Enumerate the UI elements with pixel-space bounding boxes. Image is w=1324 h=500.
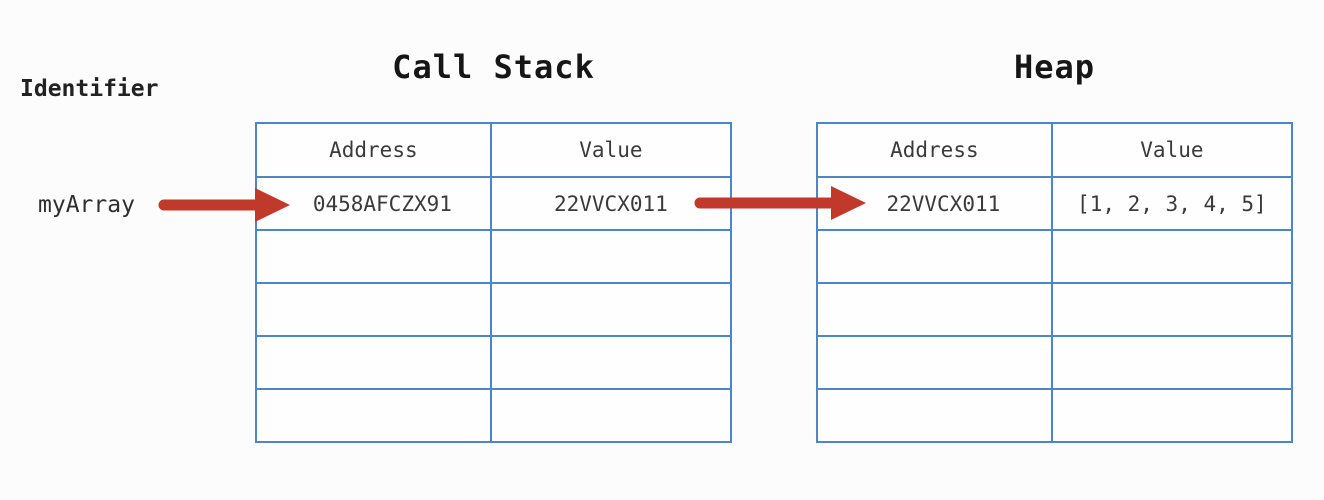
identifier-variable-myarray: myArray [38, 192, 135, 218]
table-row [255, 335, 733, 390]
heap-value-cell: [1, 2, 3, 4, 5] [1050, 176, 1294, 231]
call-stack-title: Call Stack [392, 48, 595, 86]
call-stack-empty-cell [255, 229, 492, 284]
call-stack-empty-cell [255, 335, 492, 390]
heap-empty-cell [1050, 282, 1294, 337]
heap-header-row: Address Value [816, 122, 1294, 178]
heap-empty-cell [1050, 229, 1294, 284]
call-stack-header-value: Value [489, 122, 733, 178]
heap-empty-cell [816, 282, 1053, 337]
heap-empty-cell [1050, 388, 1294, 443]
heap-table: Address Value 22VVCX011 [1, 2, 3, 4, 5] [816, 122, 1294, 443]
heap-header-value: Value [1050, 122, 1294, 178]
table-row [255, 229, 733, 284]
heap-empty-cell [816, 388, 1053, 443]
table-row [816, 335, 1294, 390]
call-stack-address-cell: 0458AFCZX91 [255, 176, 492, 231]
call-stack-empty-cell [489, 388, 733, 443]
identifier-column-label: Identifier [20, 76, 159, 102]
table-row: 0458AFCZX91 22VVCX011 [255, 176, 733, 231]
heap-empty-cell [1050, 335, 1294, 390]
call-stack-empty-cell [489, 229, 733, 284]
table-row [816, 229, 1294, 284]
table-row: 22VVCX011 [1, 2, 3, 4, 5] [816, 176, 1294, 231]
heap-empty-cell [816, 335, 1053, 390]
call-stack-empty-cell [489, 335, 733, 390]
heap-header-address: Address [816, 122, 1053, 178]
heap-title: Heap [1013, 48, 1096, 86]
call-stack-empty-cell [489, 282, 733, 337]
table-row [816, 388, 1294, 443]
table-row [816, 282, 1294, 337]
call-stack-header-address: Address [255, 122, 492, 178]
heap-empty-cell [816, 229, 1053, 284]
call-stack-empty-cell [255, 282, 492, 337]
heap-address-cell: 22VVCX011 [816, 176, 1053, 231]
call-stack-table: Address Value 0458AFCZX91 22VVCX011 [255, 122, 733, 443]
table-row [255, 282, 733, 337]
call-stack-value-cell: 22VVCX011 [489, 176, 733, 231]
table-row [255, 388, 733, 443]
call-stack-header-row: Address Value [255, 122, 733, 178]
call-stack-empty-cell [255, 388, 492, 443]
